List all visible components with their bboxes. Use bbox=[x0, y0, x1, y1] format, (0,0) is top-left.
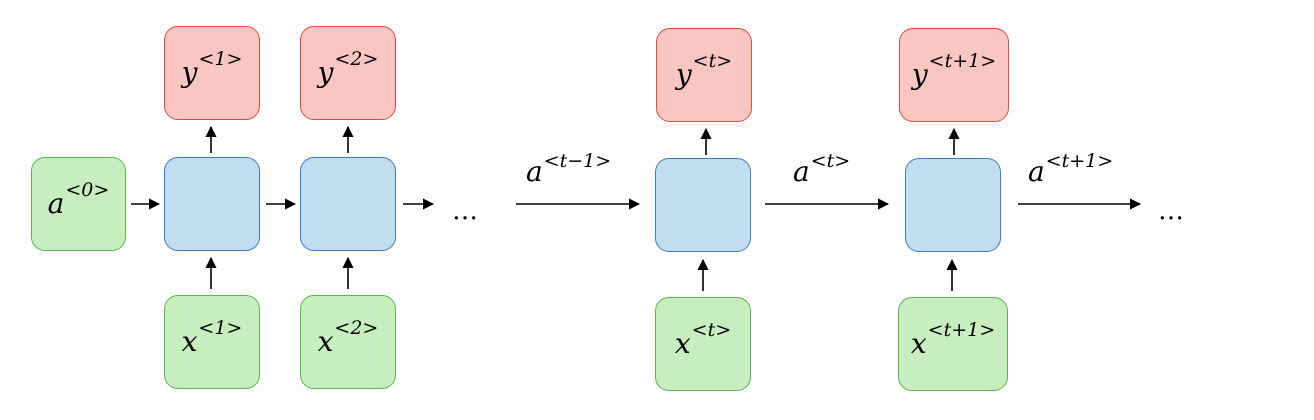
output-symbol: y bbox=[317, 56, 334, 89]
input-superscript: <t+1> bbox=[927, 319, 996, 341]
output-superscript: <t+1> bbox=[928, 50, 997, 72]
input-box-2: x<2> bbox=[300, 295, 396, 389]
activation-label-t-minus-1: a<t−1> bbox=[526, 150, 611, 188]
ellipsis-end: … bbox=[1158, 196, 1190, 226]
output-superscript: <1> bbox=[198, 48, 243, 70]
output-box-t-plus-1: y<t+1> bbox=[899, 28, 1009, 122]
output-symbol: y bbox=[911, 58, 928, 91]
output-box-2: y<2> bbox=[300, 26, 396, 120]
input-superscript: <t> bbox=[691, 319, 732, 341]
activation-superscript: <t+1> bbox=[1045, 150, 1114, 172]
activation-symbol: a bbox=[526, 155, 543, 188]
input-symbol: x bbox=[674, 327, 691, 360]
input-box-t-plus-1: x<t+1> bbox=[898, 297, 1008, 391]
activation-label-t: a<t> bbox=[793, 150, 850, 188]
output-box-1: y<1> bbox=[164, 26, 260, 120]
initial-activation-box: a<0> bbox=[31, 157, 126, 251]
input-box-t: x<t> bbox=[655, 297, 751, 391]
rnn-cell-2 bbox=[300, 157, 396, 251]
input-superscript: <1> bbox=[198, 317, 243, 339]
rnn-cell-1 bbox=[164, 157, 260, 251]
rnn-cell-t bbox=[655, 158, 751, 252]
activation-symbol: a bbox=[793, 155, 810, 188]
output-superscript: <t> bbox=[692, 50, 733, 72]
input-box-1: x<1> bbox=[164, 295, 260, 389]
output-superscript: <2> bbox=[334, 48, 379, 70]
input-superscript: <2> bbox=[334, 317, 379, 339]
activation-label-t-plus-1: a<t+1> bbox=[1028, 150, 1113, 188]
output-symbol: y bbox=[675, 58, 692, 91]
initial-activation-superscript: <0> bbox=[65, 179, 110, 201]
activation-symbol: a bbox=[1028, 155, 1045, 188]
output-box-t: y<t> bbox=[656, 28, 752, 122]
activation-superscript: <t> bbox=[810, 150, 851, 172]
rnn-cell-t-plus-1 bbox=[905, 158, 1001, 252]
input-symbol: x bbox=[317, 325, 334, 358]
input-symbol: x bbox=[181, 325, 198, 358]
input-symbol: x bbox=[910, 327, 927, 360]
initial-activation-symbol: a bbox=[47, 187, 65, 220]
ellipsis-middle: … bbox=[452, 196, 484, 226]
activation-superscript: <t−1> bbox=[543, 150, 612, 172]
output-symbol: y bbox=[181, 56, 198, 89]
